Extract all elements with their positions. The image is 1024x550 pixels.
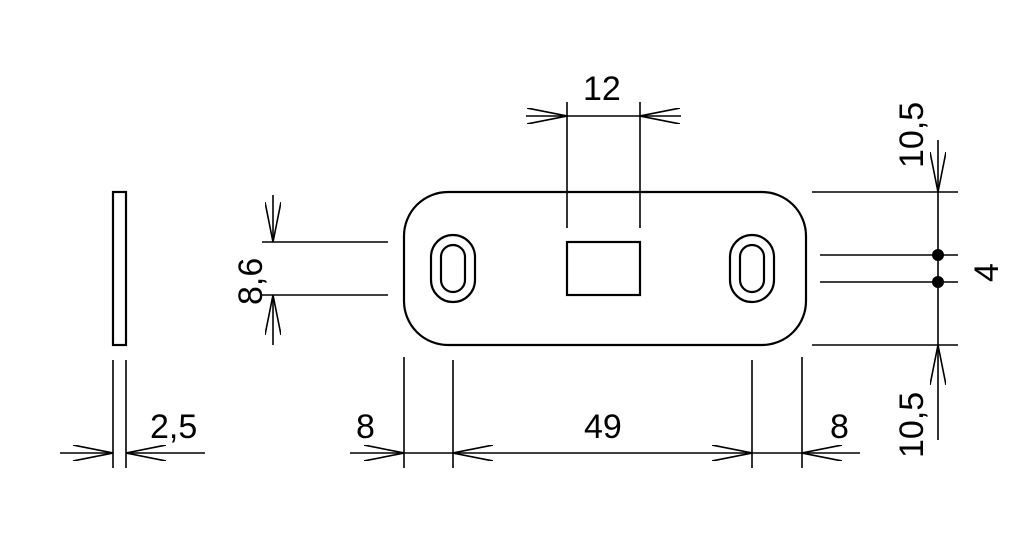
dimension-window-width: 12 — [526, 70, 681, 228]
dimension-bottom-margin-label: 10,5 — [893, 392, 931, 458]
center-window — [565, 240, 642, 297]
left-slot — [429, 233, 477, 304]
dimension-bottom-chain: 8 49 8 — [350, 357, 860, 468]
dimension-thickness-label: 2,5 — [150, 408, 197, 446]
right-slot — [728, 233, 776, 304]
dimension-slot-height: 8,6 — [232, 195, 388, 345]
dimension-end-left-label: 8 — [356, 408, 375, 446]
dimension-end-right-label: 8 — [830, 408, 849, 446]
dimension-top-margin-label: 10,5 — [893, 102, 931, 168]
dimension-thickness: 2,5 — [60, 360, 205, 468]
dimension-slot-spacing-label: 49 — [584, 408, 622, 446]
dimension-dot-lower — [932, 276, 944, 288]
side-view-plate — [111, 190, 128, 347]
dimension-right-chain: 10,5 4 10,5 — [812, 102, 1006, 458]
dimension-center-gap-label: 4 — [968, 263, 1006, 282]
dimension-dot-upper — [932, 249, 944, 261]
dimension-window-width-label: 12 — [583, 70, 621, 108]
dimension-slot-height-label: 8,6 — [232, 258, 270, 305]
front-view-plate — [402, 190, 808, 347]
